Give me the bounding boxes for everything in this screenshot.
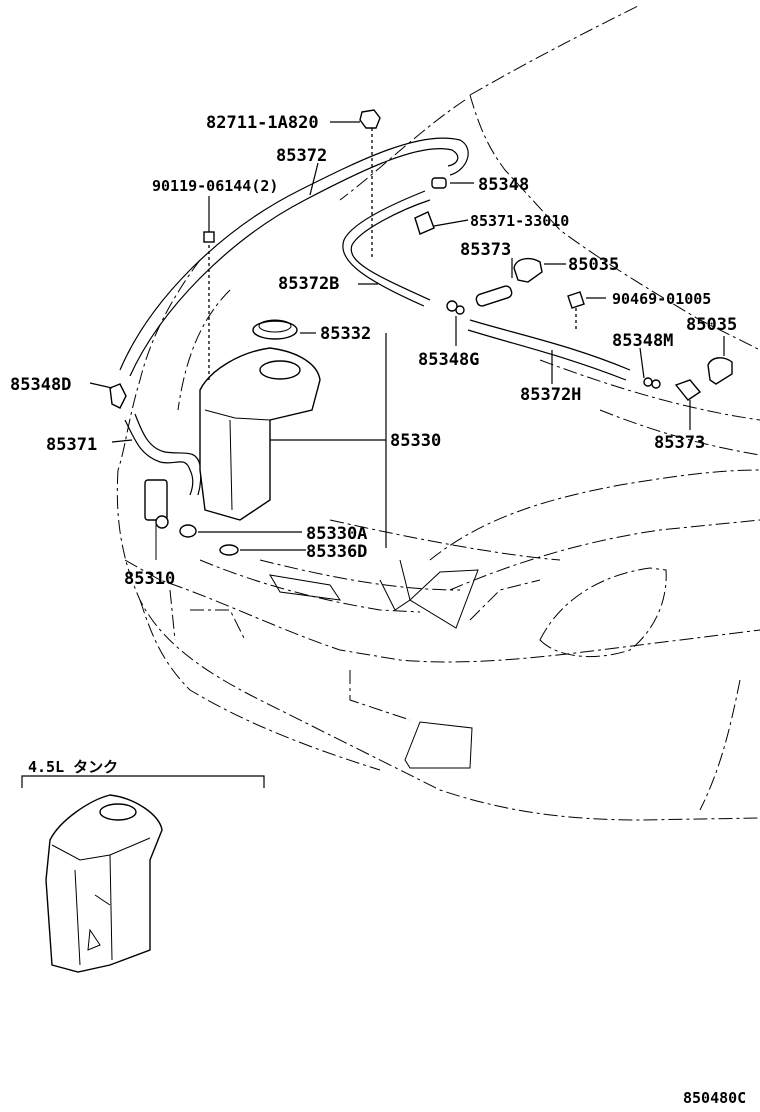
- grommet-85330a: [179, 524, 197, 538]
- hose-85372h: [467, 319, 631, 381]
- label-85035-upper: 85035: [568, 255, 619, 275]
- label-85372b: 85372B: [278, 274, 339, 294]
- washer-tank-85330: [199, 347, 321, 521]
- label-85330a: 85330A: [306, 524, 367, 544]
- label-85330: 85330: [390, 431, 441, 451]
- part-labels: 82711-1A820 85372 90119-06144(2) 85348 8…: [10, 113, 737, 589]
- clip-82711: [359, 109, 381, 129]
- inset-caption: 4.5L タンク: [28, 758, 118, 776]
- hose-85372b: [342, 190, 431, 307]
- connector-85348m: [643, 377, 661, 389]
- clip-85371-33010: [414, 211, 435, 235]
- label-85348m: 85348M: [612, 331, 673, 351]
- leader-lines: [89, 121, 725, 551]
- label-85035-right: 85035: [686, 315, 737, 335]
- connector-85348: [431, 177, 447, 189]
- cap-85332: [252, 319, 298, 340]
- hose-85371: [124, 413, 202, 496]
- inset-4-5l-tank: 4.5L タンク: [21, 758, 265, 973]
- label-85348: 85348: [478, 175, 529, 195]
- connector-85348d: [109, 383, 127, 409]
- headlamp-right: [469, 567, 667, 658]
- vehicle-body-outline: [116, 4, 760, 821]
- gasket-85336d: [219, 544, 239, 556]
- label-85348g: 85348G: [418, 350, 479, 370]
- washer-pump-85310: [144, 479, 169, 560]
- bumper-vent: [269, 559, 411, 611]
- label-85332: 85332: [320, 324, 371, 344]
- bolt-90119: [203, 231, 215, 243]
- headlamp-left: [409, 569, 479, 629]
- label-85310: 85310: [124, 569, 175, 589]
- label-82711: 82711-1A820: [206, 113, 319, 133]
- hose-85372: [119, 137, 469, 377]
- fog-lamp: [404, 721, 473, 769]
- label-90469: 90469-01005: [612, 290, 711, 308]
- label-90119: 90119-06144(2): [152, 177, 278, 195]
- nozzle-85035-left: [513, 257, 543, 283]
- nozzle-85035-right: [707, 357, 733, 385]
- drawing-code: 850480C: [683, 1089, 746, 1107]
- label-85371: 85371: [46, 435, 97, 455]
- label-85336d: 85336D: [306, 542, 367, 562]
- label-85348d: 85348D: [10, 375, 71, 395]
- clip-90469: [567, 291, 585, 309]
- hose-85373: [674, 379, 702, 401]
- label-85372: 85372: [276, 146, 327, 166]
- label-85372h: 85372H: [520, 385, 581, 405]
- label-85373-lower: 85373: [654, 433, 705, 453]
- label-85371-33010: 85371-33010: [470, 212, 569, 230]
- label-85373-upper: 85373: [460, 240, 511, 260]
- joint-85348g: [446, 285, 513, 315]
